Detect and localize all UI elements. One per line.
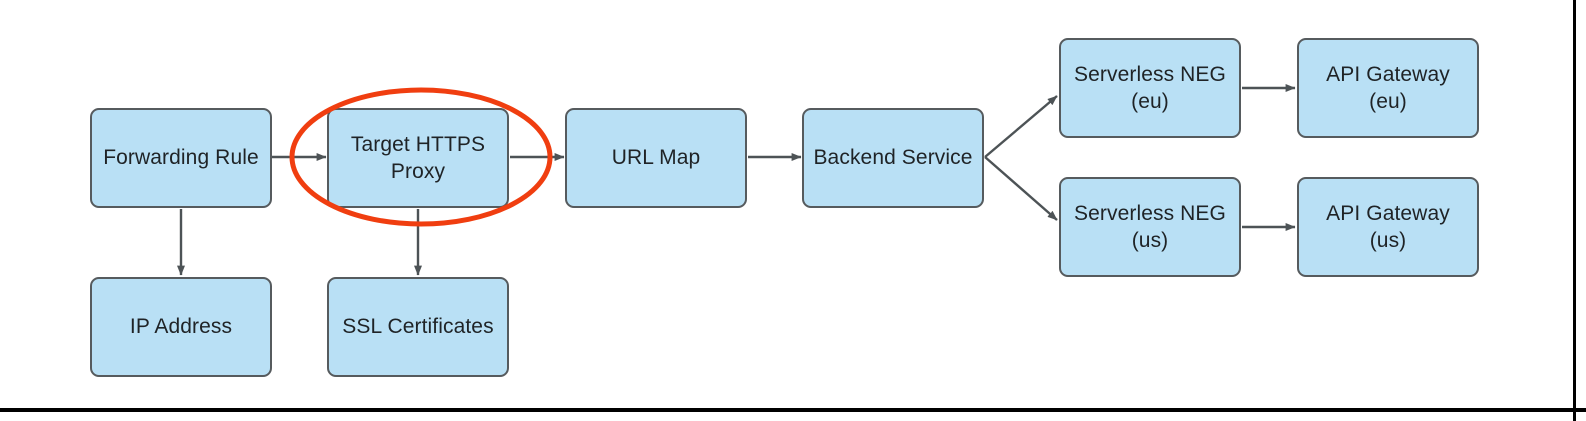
frame-divider-right: [1573, 0, 1576, 421]
node-target-https-proxy[interactable]: Target HTTPS Proxy: [327, 108, 509, 208]
node-backend-service[interactable]: Backend Service: [802, 108, 984, 208]
node-api-gateway-us[interactable]: API Gateway (us): [1297, 177, 1479, 277]
node-api-gateway-eu[interactable]: API Gateway (eu): [1297, 38, 1479, 138]
node-forwarding-rule[interactable]: Forwarding Rule: [90, 108, 272, 208]
node-ssl-certificates[interactable]: SSL Certificates: [327, 277, 509, 377]
node-serverless-neg-us[interactable]: Serverless NEG (us): [1059, 177, 1241, 277]
node-url-map[interactable]: URL Map: [565, 108, 747, 208]
node-ip-address[interactable]: IP Address: [90, 277, 272, 377]
node-serverless-neg-eu[interactable]: Serverless NEG (eu): [1059, 38, 1241, 138]
frame-divider-bottom: [0, 408, 1586, 412]
